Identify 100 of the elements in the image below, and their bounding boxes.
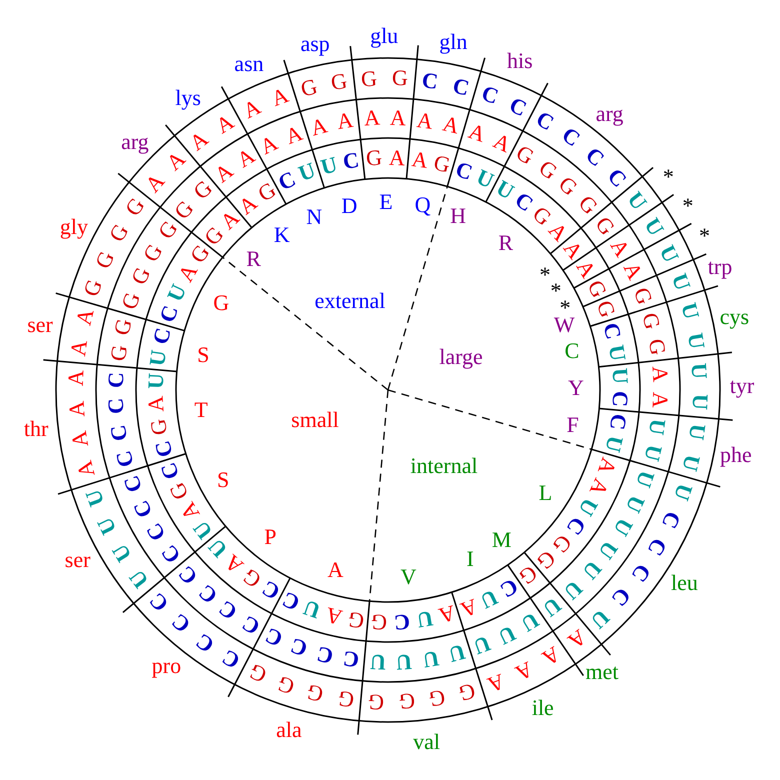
stop-codon-mark: *	[682, 194, 694, 217]
nucleotide-letter: A	[648, 392, 672, 409]
nucleotide-letter: U	[678, 452, 704, 473]
nucleotide-letter: A	[648, 365, 671, 382]
amino-acid-name: his	[507, 50, 533, 72]
amino-acid-code: C	[564, 340, 580, 362]
nucleotide-letter: G	[122, 194, 149, 220]
nucleotide-letter: G	[368, 690, 384, 714]
region-label: small	[291, 409, 339, 431]
nucleotide-letter: A	[144, 395, 168, 412]
amino-acid-code: L	[538, 482, 552, 504]
nucleotide-letter: A	[336, 109, 355, 134]
nucleotide-letter: C	[450, 74, 471, 100]
nucleotide-letter: C	[658, 508, 685, 532]
nucleotide-letter: G	[128, 264, 154, 288]
nucleotide-letter: C	[478, 82, 501, 108]
nucleotide-letter: G	[630, 284, 656, 307]
nucleotide-letter: A	[466, 120, 488, 146]
nucleotide-letter: G	[246, 660, 270, 687]
nucleotide-letter: G	[298, 76, 320, 101]
nucleotide-letter: G	[644, 338, 669, 357]
nucleotide-letter: A	[68, 430, 92, 449]
nucleotide-letter: U	[369, 650, 386, 674]
region-label: large	[439, 346, 483, 368]
nucleotide-letter: U	[414, 606, 434, 632]
nucleotide-letter: U	[421, 646, 440, 671]
nucleotide-letter: A	[363, 107, 380, 130]
amino-acid-code: P	[264, 526, 276, 548]
nucleotide-letter: A	[72, 307, 98, 328]
nucleotide-letter: U	[601, 434, 626, 454]
nucleotide-letter: U	[608, 368, 632, 385]
amino-acid-name: cys	[720, 306, 750, 328]
nucleotide-letter: G	[80, 277, 106, 300]
nucleotide-letter: A	[490, 130, 514, 156]
nucleotide-letter: C	[218, 646, 243, 673]
nucleotide-letter: C	[558, 124, 584, 151]
nucleotide-letter: C	[314, 642, 336, 668]
nucleotide-letter: C	[533, 107, 558, 134]
amino-acid-code: M	[492, 528, 512, 551]
nucleotide-letter: G	[275, 672, 298, 698]
amino-acid-code: G	[213, 292, 230, 314]
nucleotide-letter: A	[388, 146, 406, 170]
nucleotide-letter: G	[428, 686, 447, 710]
nucleotide-letter: U	[495, 621, 519, 648]
nucleotide-letter: C	[156, 303, 182, 326]
nucleotide-letter: C	[600, 320, 626, 342]
amino-acid-code: S	[217, 469, 230, 492]
nucleotide-letter: A	[457, 594, 480, 621]
nucleotide-letter: G	[347, 608, 366, 632]
nucleotide-letter: U	[685, 423, 710, 442]
nucleotide-letter: U	[318, 152, 340, 178]
nucleotide-letter: C	[627, 560, 654, 586]
nucleotide-letter: A	[485, 670, 508, 696]
amino-acid-name: leu	[671, 572, 698, 594]
amino-acid-name: thr	[24, 418, 48, 440]
amino-acid-name: trp	[708, 256, 732, 278]
nucleotide-letter: U	[622, 492, 648, 516]
nucleotide-letter: G	[200, 222, 228, 250]
nucleotide-letter: C	[506, 93, 530, 120]
nucleotide-letter: G	[366, 146, 383, 170]
nucleotide-letter: G	[528, 202, 556, 230]
nucleotide-letter: U	[396, 650, 413, 673]
nucleotide-letter: A	[240, 96, 264, 123]
nucleotide-letter: A	[74, 458, 99, 480]
amino-acid-code: I	[466, 548, 474, 570]
nucleotide-letter: A	[410, 148, 429, 172]
stop-codon-mark: *	[662, 166, 674, 188]
nucleotide-letter: C	[452, 158, 475, 184]
nucleotide-letter: A	[416, 108, 434, 132]
nucleotide-letter: C	[421, 68, 440, 93]
amino-acid-code: D	[341, 195, 358, 218]
nucleotide-letter: A	[619, 259, 646, 283]
amino-acid-code: A	[327, 559, 344, 582]
nucleotide-letter: C	[342, 148, 362, 173]
stop-codon-mark: *	[550, 280, 562, 302]
nucleotide-letter: U	[677, 300, 702, 322]
region-label: internal	[410, 455, 478, 477]
nucleotide-letter: U	[144, 372, 168, 390]
nucleotide-letter: A	[64, 370, 88, 386]
nucleotide-letter: A	[65, 400, 88, 418]
nucleotide-letter: C	[107, 423, 132, 442]
nucleotide-letter: U	[688, 394, 712, 410]
stop-codon-mark: *	[539, 264, 550, 286]
nucleotide-letter: G	[118, 290, 144, 312]
nucleotide-letter: A	[512, 657, 536, 684]
amino-acid-code: S	[197, 344, 210, 366]
amino-acid-code: Y	[568, 376, 584, 399]
nucleotide-letter: U	[296, 159, 319, 186]
nucleotide-letter: G	[110, 316, 136, 338]
nucleotide-letter: C	[644, 535, 671, 560]
amino-acid-name: tyr	[730, 375, 754, 398]
nucleotide-letter: G	[329, 70, 348, 94]
nucleotide-letter: U	[684, 331, 708, 350]
nucleotide-letter: U	[94, 514, 121, 538]
nucleotide-letter: A	[308, 114, 330, 140]
nucleotide-letter: C	[262, 624, 286, 650]
nucleotide-letter: U	[670, 480, 696, 503]
nucleotide-letter: U	[640, 442, 666, 464]
nucleotide-letter: U	[82, 487, 108, 510]
nucleotide-letter: G	[91, 248, 118, 272]
